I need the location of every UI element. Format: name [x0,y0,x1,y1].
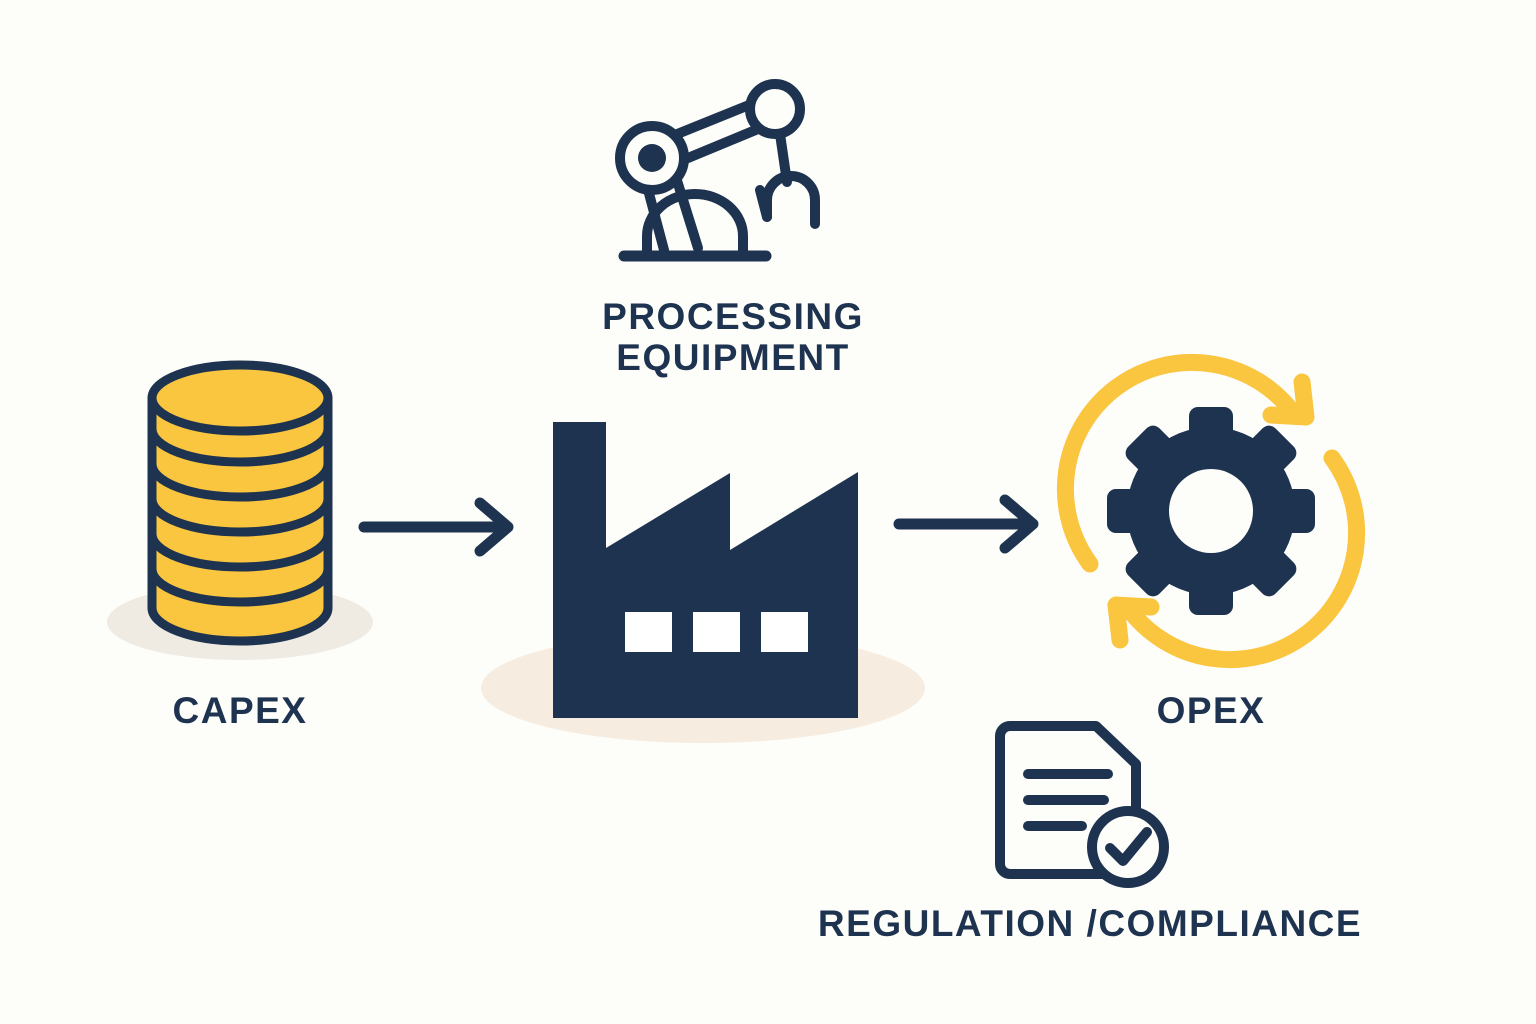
robot-base-dome [642,189,748,257]
factory-icon [481,422,925,743]
coin-separator-5 [147,564,333,607]
gear-recycle-icon [1056,353,1366,669]
arrow-head [474,497,514,557]
coin-separator-4 [147,529,333,572]
factory-window-1 [625,612,672,652]
recycle-arrowhead-bottom [1107,596,1160,649]
label-capex: CAPEX [172,690,308,731]
check-badge-circle [1087,806,1169,888]
recycle-arrowhead-top [1262,373,1315,426]
arrow-right-icon [893,494,1039,554]
robot-elbow-joint [745,79,805,139]
gear-shape [1107,407,1315,615]
label-opex: OPEX [1156,690,1266,731]
label-regulation-compliance: REGULATION /COMPLIANCE [817,903,1363,944]
node-opex[interactable] [1056,353,1366,669]
recycle-arc-bottom [1119,449,1366,669]
node-processing-equipment[interactable] [612,72,852,287]
coin-separator-1 [147,424,333,467]
coin-separator-2 [147,459,333,502]
robot-gripper-prong [755,185,772,222]
robotic-arm-icon [615,79,820,262]
robot-shoulder-hub [638,144,666,172]
coin-separator-3 [147,494,333,537]
coin-stack-top [147,360,333,436]
recycle-arc-top [1056,353,1303,573]
label-processing-equipment-line1: PROCESSING [602,296,864,337]
arrow-right-icon [358,497,514,557]
node-factory[interactable] [478,400,928,750]
check-mark-icon [1105,827,1152,866]
factory-window-3 [761,612,808,652]
arrow-capex-to-factory [358,495,530,559]
label-processing-equipment: PROCESSING EQUIPMENT [548,296,918,379]
arrow-head [999,494,1039,554]
robot-gripper-claw [762,171,820,229]
arrow-factory-to-opex [893,492,1055,556]
factory-window-2 [693,612,740,652]
node-regulation-compliance[interactable] [986,712,1176,892]
document-check-icon [995,721,1169,888]
node-capex[interactable] [90,360,390,660]
label-processing-equipment-line2: EQUIPMENT [616,337,850,379]
factory-body [553,422,858,718]
coin-stack-icon [107,360,373,660]
